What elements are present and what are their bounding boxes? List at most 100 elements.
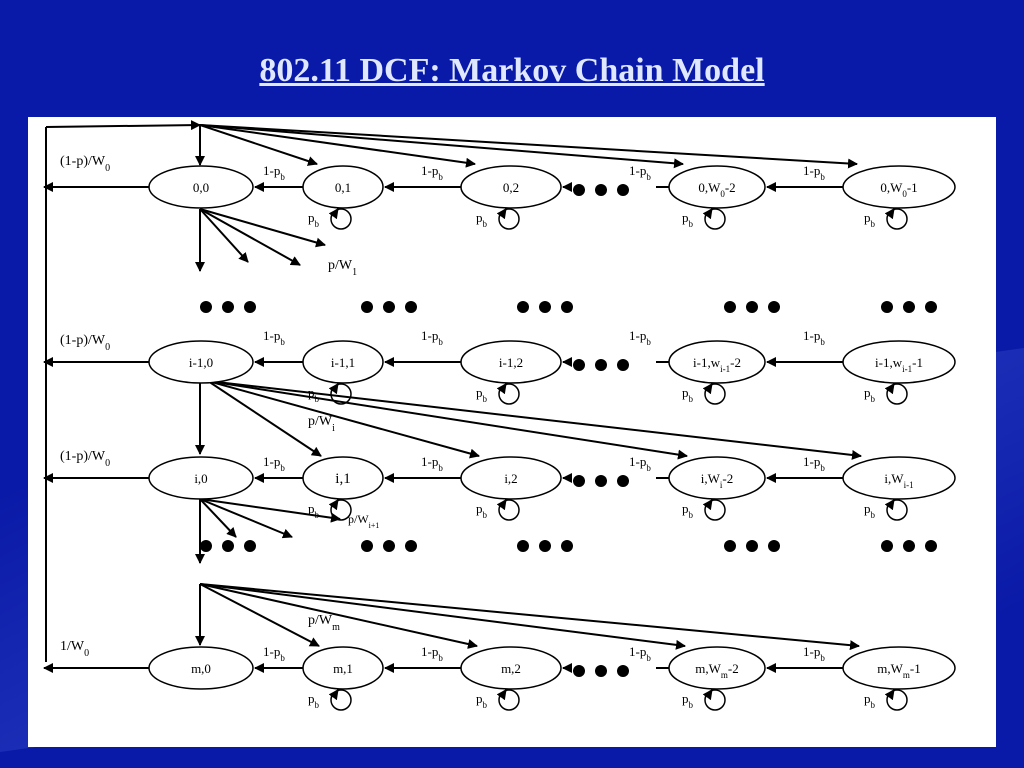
back-prob-label: 1-pb [803, 644, 825, 663]
self-prob-label: pb [864, 210, 876, 229]
state-node: i,1 [302, 456, 384, 500]
fanout-arrow [199, 124, 476, 168]
ellipsis-dot [517, 301, 529, 313]
state-node: 0,W0-1 [842, 165, 956, 209]
self-loop-arrow [884, 689, 895, 701]
ellipsis-dot [617, 184, 629, 196]
self-loop [704, 499, 726, 521]
state-ellipse [842, 456, 956, 500]
row-ellipsis [573, 184, 629, 196]
ellipsis-dot [222, 540, 234, 552]
state-label: m,1 [333, 661, 353, 676]
state-ellipse [302, 646, 384, 690]
state-ellipse [460, 165, 562, 209]
self-loop-arrow [884, 383, 895, 395]
state-ellipse [460, 456, 562, 500]
fanout-arrow [199, 583, 860, 651]
self-prob-label: pb [308, 385, 320, 404]
row-gap-ellipsis [200, 540, 256, 552]
self-prob-label: pb [476, 210, 488, 229]
state-ellipse [842, 646, 956, 690]
self-prob-label: pb [682, 691, 694, 710]
self-loop [704, 689, 726, 711]
row-gap-ellipsis [517, 540, 573, 552]
back-prob-label: 1-pb [263, 328, 285, 347]
self-loop-arrow [328, 208, 339, 220]
state-ellipse [460, 340, 562, 384]
row-gap-ellipsis [361, 301, 417, 313]
ellipsis-dot [903, 540, 915, 552]
self-loop [498, 499, 520, 521]
self-loop-arrow [702, 499, 713, 511]
self-loop-arrow [884, 208, 895, 220]
state-node: 0,0 [148, 165, 254, 209]
ellipsis-dot [724, 301, 736, 313]
ellipsis-dot [539, 301, 551, 313]
ellipsis-dot [881, 301, 893, 313]
fanout-prob-label: p/Wm [308, 613, 340, 633]
self-loop [498, 208, 520, 230]
state-node: m,1 [302, 646, 384, 690]
fanout-arrow [199, 498, 341, 523]
state-label: 0,2 [503, 180, 519, 195]
self-prob-label: pb [682, 501, 694, 520]
ellipsis-dot [573, 184, 585, 196]
fanout-prob-label: p/Wi [308, 414, 335, 434]
state-node: m,0 [148, 646, 254, 690]
state-label: 0,1 [335, 180, 351, 195]
ellipsis-dot [561, 301, 573, 313]
state-node: i,2 [460, 456, 562, 500]
ellipsis-dot [617, 665, 629, 677]
self-prob-label: pb [308, 691, 320, 710]
state-node: 0,W0-2 [668, 165, 766, 209]
state-ellipse [302, 456, 384, 500]
fanout-arrow [199, 208, 326, 248]
row-ellipsis [573, 665, 629, 677]
back-prob-label: 1-pb [803, 328, 825, 347]
self-loop-arrow [328, 499, 339, 511]
state-label: i,0 [194, 471, 207, 486]
ellipsis-dot [244, 301, 256, 313]
fanout-arrow [199, 498, 237, 538]
row-gap-ellipsis [200, 301, 256, 313]
state-label: i,Wi-1 [884, 471, 913, 490]
self-prob-label: pb [864, 691, 876, 710]
back-prob-label: 1-pb [629, 328, 651, 347]
ellipsis-dot [724, 540, 736, 552]
state-label: i-1,wi-1-1 [875, 355, 923, 374]
ellipsis-dot [768, 540, 780, 552]
self-prob-label: pb [864, 385, 876, 404]
self-loop [704, 383, 726, 405]
state-node: m,2 [460, 646, 562, 690]
fanout-arrow [199, 498, 293, 539]
state-label: i,Wi-2 [701, 471, 734, 490]
state-ellipse [842, 165, 956, 209]
state-label: i,2 [504, 471, 517, 486]
state-ellipse [668, 340, 766, 384]
state-ellipse [668, 456, 766, 500]
self-loop-arrow [702, 383, 713, 395]
state-node: i,0 [148, 456, 254, 500]
state-node: m,Wm-2 [668, 646, 766, 690]
exit-prob-label: (1-p)/W0 [60, 154, 110, 174]
fanout-arrow [199, 124, 684, 169]
ellipsis-dot [903, 301, 915, 313]
row-ellipsis [573, 475, 629, 487]
back-prob-label: 1-pb [263, 454, 285, 473]
ellipsis-dot [617, 359, 629, 371]
ellipsis-dot [617, 475, 629, 487]
ellipsis-dot [595, 359, 607, 371]
fanout-prob-label: p/Wi+1 [348, 512, 379, 530]
back-prob-label: 1-pb [421, 644, 443, 663]
state-label: m,0 [191, 661, 211, 676]
state-ellipse [668, 646, 766, 690]
state-ellipse [668, 165, 766, 209]
state-label: m,Wm-1 [877, 661, 921, 680]
back-prob-label: 1-pb [803, 454, 825, 473]
state-label: 0,W0-1 [880, 180, 917, 199]
ellipsis-dot [561, 540, 573, 552]
fanout-arrow [207, 380, 688, 460]
back-prob-label: 1-pb [629, 163, 651, 182]
